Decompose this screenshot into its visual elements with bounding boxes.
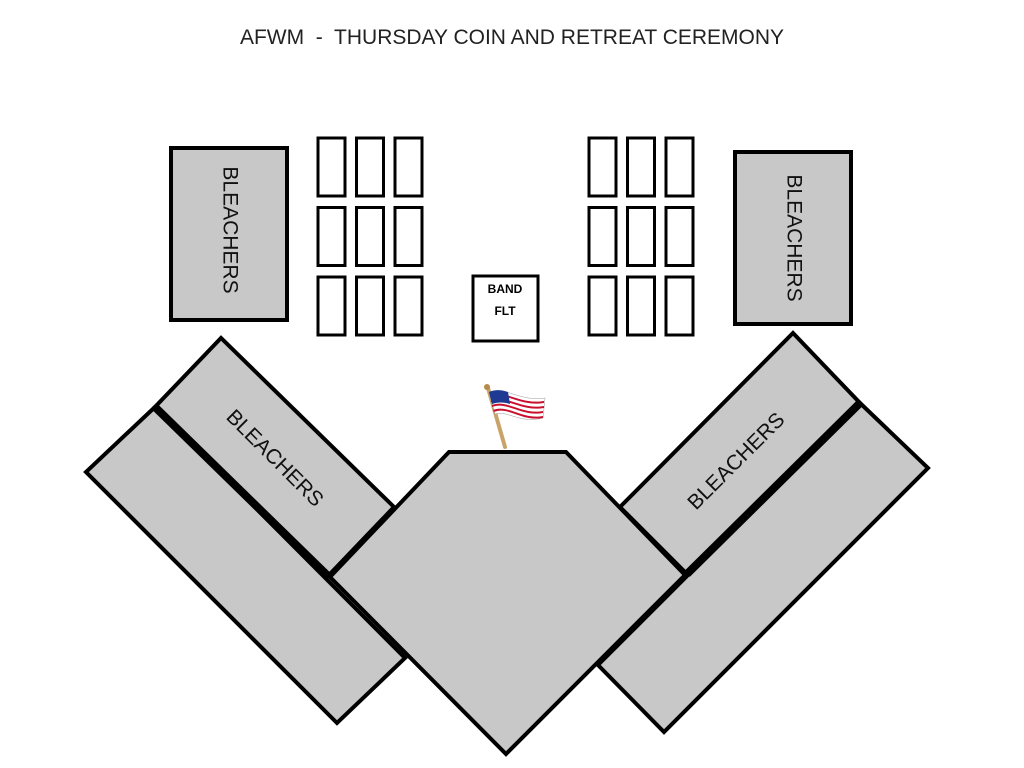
formation-block-right-r2-c1 — [587, 206, 618, 267]
flag-cloth — [488, 390, 546, 420]
formation-block-left-r1-c1 — [316, 136, 347, 198]
formation-block-left-r2-c1 — [316, 206, 347, 267]
band-flight-label-line1: BAND — [488, 282, 523, 296]
formation-block-right-r3-c1 — [587, 275, 618, 337]
american-flag-icon — [484, 384, 546, 449]
bleachers-right-angled-outer — [595, 400, 931, 735]
formation-block-right-r2-c2 — [626, 206, 656, 267]
bleachers-left-divider — [152, 404, 331, 579]
formation-block-right-r3-c2 — [626, 275, 656, 337]
bleachers-right-top-label: BLEACHERS — [782, 174, 805, 301]
formation-block-right-r1-c3 — [664, 136, 695, 198]
formation-block-left-r1-c2 — [355, 136, 385, 198]
formation-group-right — [587, 136, 695, 337]
formation-block-left-r1-c3 — [393, 136, 424, 198]
formation-block-right-r3-c3 — [664, 275, 695, 337]
bleachers-left-top: BLEACHERS — [169, 146, 289, 322]
bleachers-right-divider — [684, 400, 863, 577]
formation-block-left-r3-c2 — [355, 275, 385, 337]
formation-group-left — [316, 136, 424, 337]
bleachers-left-top-label: BLEACHERS — [218, 166, 241, 293]
formation-block-right-r1-c2 — [626, 136, 656, 198]
bleachers-left-top-box — [169, 146, 289, 322]
flag-pole-finial — [484, 384, 490, 390]
bleachers-right-top: BLEACHERS — [733, 150, 853, 326]
formation-block-left-r2-c2 — [355, 206, 385, 267]
band-flight: BAND FLT — [471, 274, 540, 343]
page-title: AFWM - THURSDAY COIN AND RETREAT CEREMON… — [239, 26, 785, 49]
bleachers-right-top-box — [733, 150, 853, 326]
formation-block-left-r2-c3 — [393, 206, 424, 267]
formation-block-right-r2-c3 — [664, 206, 695, 267]
formation-block-left-r3-c1 — [316, 275, 347, 337]
formation-block-right-r1-c1 — [587, 136, 618, 198]
band-flight-label-line2: FLT — [494, 304, 516, 318]
formation-block-left-r3-c3 — [393, 275, 424, 337]
band-flight-box — [471, 274, 540, 343]
